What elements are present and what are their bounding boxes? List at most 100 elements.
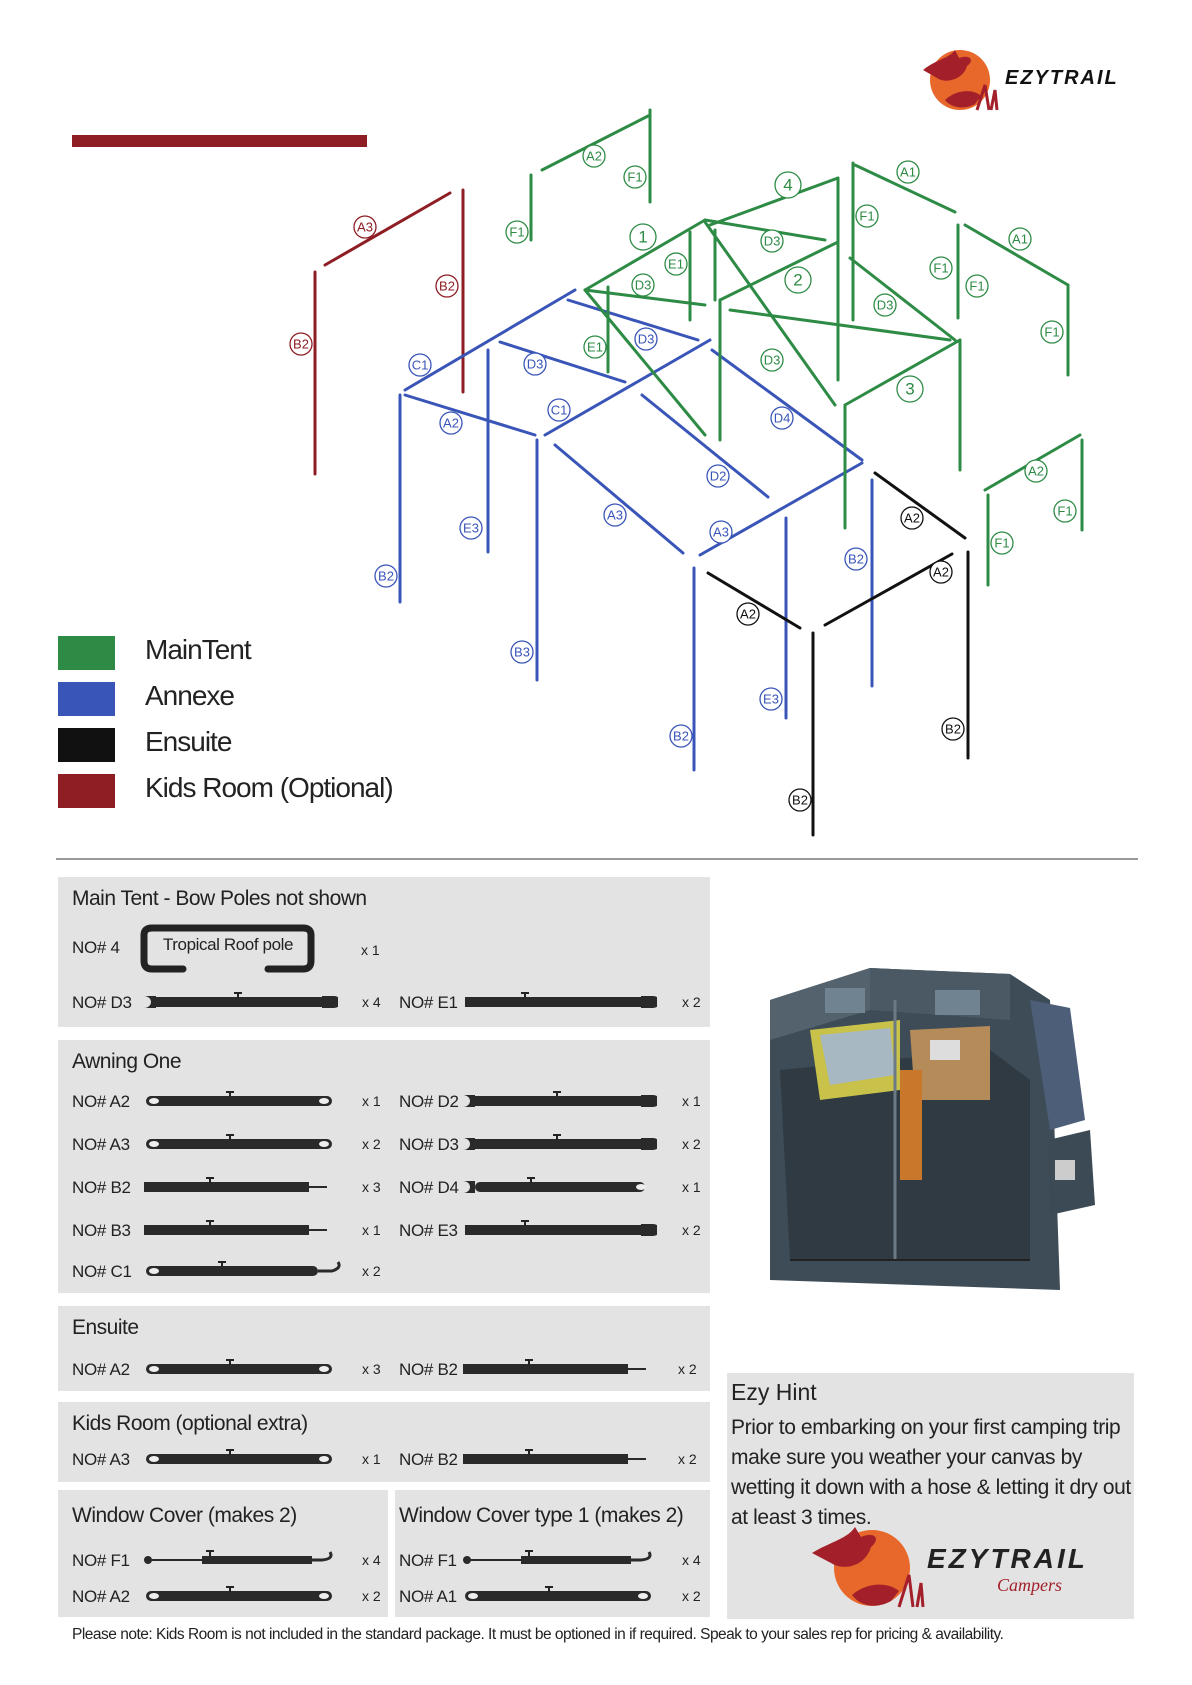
pole-icon bbox=[462, 1359, 647, 1375]
pole-icon bbox=[143, 1220, 328, 1236]
ensuite-labels: A2 A2 A2 B2 B2 bbox=[736, 506, 965, 812]
part-row: NO# F1 x 4 bbox=[399, 1547, 704, 1577]
part-qty: x 1 bbox=[682, 1179, 701, 1195]
part-row: NO# A2 x 1 bbox=[72, 1088, 382, 1118]
section-divider bbox=[56, 858, 1138, 860]
pole-icon bbox=[145, 1449, 333, 1465]
diagram-label: A2 bbox=[443, 416, 459, 431]
pole-icon bbox=[142, 1549, 333, 1566]
part-qty: x 2 bbox=[362, 1263, 381, 1279]
part-row: NO# D3 x 4 bbox=[72, 989, 382, 1019]
tropical-roof-pole: Tropical Roof pole bbox=[138, 923, 318, 973]
diagram-label: A2 bbox=[933, 565, 949, 580]
legend-label-kids-room: Kids Room (Optional) bbox=[145, 772, 394, 803]
diagram-label: F1 bbox=[1057, 504, 1072, 519]
pole-icon bbox=[464, 1220, 657, 1237]
diagram-label: F1 bbox=[969, 279, 984, 294]
window-cover-title: Window Cover (makes 2) bbox=[72, 1504, 297, 1527]
part-code: NO# E1 bbox=[399, 993, 458, 1012]
window-cover-type1-section: Window Cover type 1 (makes 2) NO# F1 x 4… bbox=[395, 1490, 710, 1617]
part-qty: x 2 bbox=[682, 1588, 701, 1604]
part-code: NO# D3 bbox=[399, 1135, 459, 1154]
part-row: NO# D2 x 1 bbox=[399, 1088, 704, 1118]
diagram-label: A3 bbox=[713, 525, 729, 540]
part-code: NO# A1 bbox=[399, 1587, 457, 1606]
part-code: NO# B2 bbox=[399, 1360, 458, 1379]
diagram-label: A3 bbox=[607, 508, 623, 523]
pole-icon bbox=[145, 1091, 333, 1107]
pole-icon bbox=[145, 1359, 333, 1375]
legend-label-main-tent: MainTent bbox=[145, 634, 252, 665]
diagram-label: B2 bbox=[673, 729, 689, 744]
ensuite-title: Ensuite bbox=[72, 1316, 139, 1339]
title-bar bbox=[72, 135, 367, 147]
part-qty: x 3 bbox=[362, 1361, 381, 1377]
part-code: NO# E3 bbox=[399, 1221, 458, 1240]
legend-swatch-main-tent bbox=[58, 636, 115, 670]
roof-pole-icon bbox=[140, 924, 315, 973]
part-qty: x 3 bbox=[362, 1179, 381, 1195]
diagram-label: C1 bbox=[551, 403, 568, 418]
diagram-label: 3 bbox=[905, 380, 914, 399]
part-qty: x 2 bbox=[682, 1222, 701, 1238]
kids-room-labels: A3 B2 B2 bbox=[289, 215, 459, 356]
diagram-label: A3 bbox=[357, 220, 373, 235]
part-qty: x 4 bbox=[682, 1552, 701, 1568]
part-code: NO# C1 bbox=[72, 1262, 132, 1281]
diagram-label: A2 bbox=[1028, 464, 1044, 479]
roof-pole-label: Tropical Roof pole bbox=[162, 935, 294, 954]
pole-icon bbox=[462, 1449, 647, 1465]
diagram-label: E1 bbox=[587, 340, 603, 355]
diagram-label: A2 bbox=[586, 149, 602, 164]
pole-icon bbox=[464, 1586, 652, 1602]
diagram-label: A1 bbox=[1012, 232, 1028, 247]
part-row: NO# E3 x 2 bbox=[399, 1217, 704, 1247]
main-tent-section: Main Tent - Bow Poles not shown NO# 4 Tr… bbox=[58, 877, 710, 1027]
legend-label-ensuite: Ensuite bbox=[145, 726, 232, 757]
diagram-label: B3 bbox=[514, 645, 530, 660]
footer-note: Please note: Kids Room is not included i… bbox=[72, 1626, 1004, 1643]
logo-text: EZYTRAIL bbox=[1005, 67, 1119, 89]
part-row: NO# A2 x 2 bbox=[72, 1583, 382, 1613]
diagram-label: F1 bbox=[509, 225, 524, 240]
part-row: NO# E1 x 2 bbox=[399, 989, 704, 1019]
part-qty: x 2 bbox=[682, 994, 701, 1010]
hint-logo-emblem-icon bbox=[812, 1527, 925, 1608]
part-code: NO# F1 bbox=[399, 1551, 457, 1570]
diagram-label: B2 bbox=[378, 569, 394, 584]
part-row: NO# 4 bbox=[72, 934, 372, 964]
part-qty: x 2 bbox=[362, 1588, 381, 1604]
part-qty-wrap: x 1 bbox=[361, 937, 401, 967]
awning-one-section: Awning One NO# A2 x 1 NO# D2 x 1 NO# A3 … bbox=[58, 1040, 710, 1293]
diagram-label: B2 bbox=[293, 337, 309, 352]
logo-emblem-icon bbox=[923, 50, 999, 111]
part-code: NO# 4 bbox=[72, 938, 120, 957]
tent-photo bbox=[730, 960, 1130, 1340]
part-row: NO# D4 x 1 bbox=[399, 1174, 704, 1204]
diagram-label: B2 bbox=[439, 279, 455, 294]
part-row: NO# B2 x 2 bbox=[399, 1356, 704, 1386]
part-row: NO# C1 x 2 bbox=[72, 1258, 382, 1288]
kids-room-title: Kids Room (optional extra) bbox=[72, 1412, 308, 1435]
part-code: NO# D2 bbox=[399, 1092, 459, 1111]
part-code: NO# D3 bbox=[72, 993, 132, 1012]
pole-icon bbox=[461, 1549, 652, 1566]
part-code: NO# B2 bbox=[399, 1450, 458, 1469]
diagram-label: D4 bbox=[774, 411, 791, 426]
part-qty: x 1 bbox=[682, 1093, 701, 1109]
part-qty: x 2 bbox=[362, 1136, 381, 1152]
window-cover-section: Window Cover (makes 2) NO# F1 x 4 NO# A2… bbox=[58, 1490, 388, 1617]
diagram-label: C1 bbox=[412, 358, 429, 373]
part-code: NO# D4 bbox=[399, 1178, 459, 1197]
part-row: NO# B2 x 3 bbox=[72, 1174, 382, 1204]
diagram-label: E3 bbox=[463, 521, 479, 536]
tent-interior-illustration bbox=[770, 968, 1095, 1290]
annexe-labels: C1 D3 D3 C1 A2 D4 D2 E3 A3 A3 B2 B2 B3 E… bbox=[374, 327, 868, 748]
part-qty: x 1 bbox=[362, 1451, 381, 1467]
part-qty: x 1 bbox=[361, 942, 380, 958]
diagram-label: A2 bbox=[740, 607, 756, 622]
ensuite-poles bbox=[706, 471, 970, 837]
legend-label-annexe: Annexe bbox=[145, 680, 235, 711]
main-tent-title: Main Tent - Bow Poles not shown bbox=[72, 887, 367, 910]
pole-icon bbox=[145, 1134, 333, 1150]
